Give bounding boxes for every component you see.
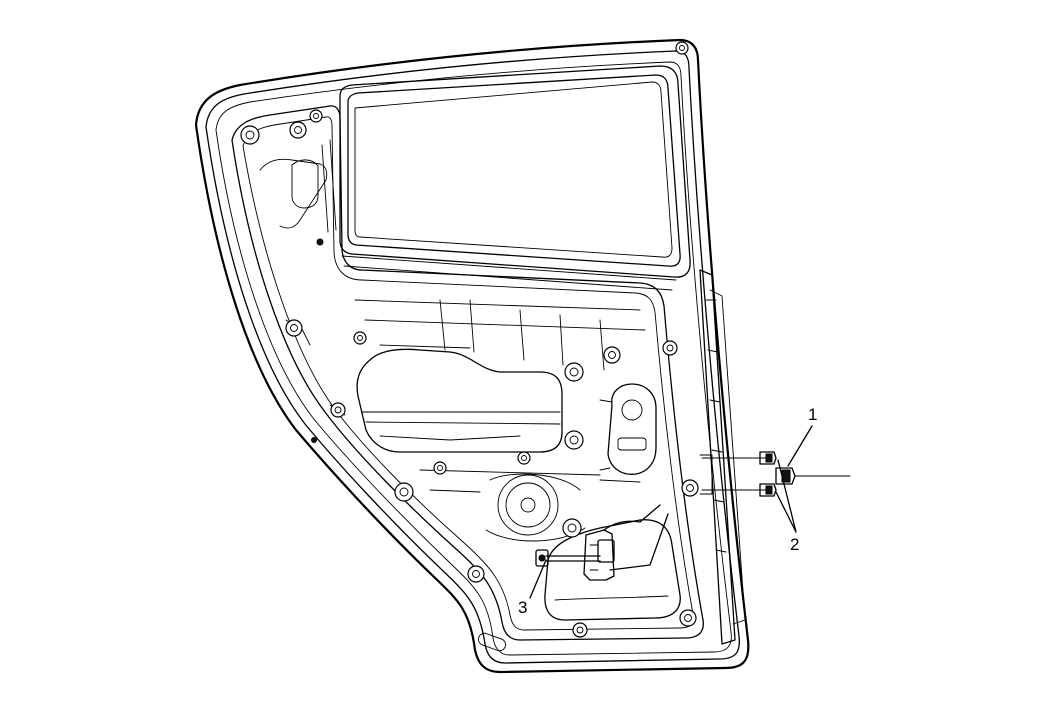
callout-2: 2 bbox=[790, 535, 799, 554]
leader-lines bbox=[529, 425, 813, 599]
door-inner-panel bbox=[231, 105, 704, 641]
callout-labels: 1 2 3 bbox=[518, 405, 817, 617]
latch-mechanism bbox=[599, 383, 657, 475]
door-outer-shell bbox=[194, 38, 750, 674]
door-check-bolts bbox=[699, 451, 851, 497]
drain-slot bbox=[478, 632, 506, 652]
door-check-link bbox=[535, 504, 669, 581]
fastener-bosses bbox=[240, 41, 699, 638]
window-frame bbox=[339, 65, 691, 291]
access-opening-upper bbox=[356, 348, 563, 453]
callout-1: 1 bbox=[808, 405, 817, 424]
callout-3: 3 bbox=[518, 598, 527, 617]
